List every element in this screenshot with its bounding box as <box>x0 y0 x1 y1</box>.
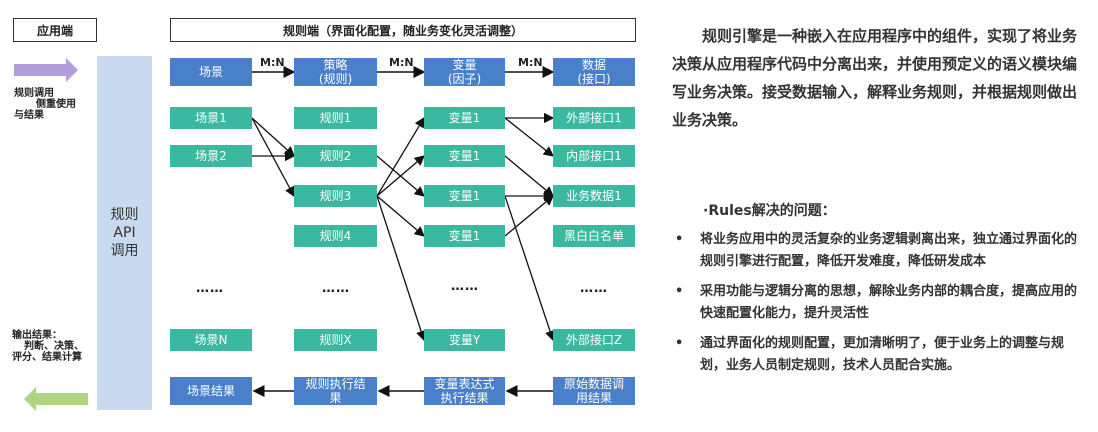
bullet-item: • 通过界面化的规则配置，更加清晰明了，便于业务上的调整与规划，业务人员制定规则… <box>675 333 1084 377</box>
bullet-text: 将业务应用中的灵活复杂的业务逻辑剥离出来，独立通过界面化的规则引擎进行配置，降低… <box>700 232 1078 269</box>
input-note-line-1: 规则调用 <box>14 88 54 99</box>
data-node: 黑白白名单 <box>553 225 635 247</box>
variable-node: 变量1 <box>424 225 505 247</box>
input-note-line-3: 与结果 <box>14 110 44 121</box>
data-node: 内部接口1 <box>553 145 635 167</box>
result-variable: 变量表达式 执行结果 <box>424 377 505 405</box>
edge-rule3-var1 <box>376 116 425 197</box>
rule-side-header: 规则端（界面化配置，随业务变化灵活调整） <box>170 18 636 42</box>
mn-label-3: M:N <box>518 56 543 69</box>
bullet-item: • 将业务应用中的灵活复杂的业务逻辑剥离出来，独立通过界面化的规则引擎进行配置，… <box>675 229 1084 273</box>
bullet-dot: • <box>675 232 684 247</box>
scene-node: 场景1 <box>170 107 252 129</box>
output-note-line-2: 判断、决策、 <box>24 341 84 352</box>
edge-var4-data3 <box>504 195 554 237</box>
header-scene: 场景 <box>170 58 252 86</box>
api-label-1: 规则 <box>110 207 139 223</box>
app-side-header: 应用端 <box>13 18 97 42</box>
rule-node: 规则3 <box>294 185 377 207</box>
problems-title: ·Rules解决的问题： <box>703 203 836 219</box>
header-strategy: 策略 (规则) <box>294 58 377 86</box>
mn-label-2: M:N <box>389 56 414 69</box>
result-scene: 场景结果 <box>170 377 252 405</box>
output-note: 输出结果： 判断、决策、 评分、结果计算 <box>12 330 102 363</box>
data-node: 外部接口Z <box>553 329 635 351</box>
input-note: 规则调用 侧重使用 与结果 <box>14 88 104 121</box>
bullet-dot: • <box>675 336 684 351</box>
edge-var3-dataZ <box>504 195 556 342</box>
edge-scene1-rule2 <box>251 117 295 157</box>
data-node: 外部接口1 <box>553 107 635 129</box>
scene-ellipsis: …… <box>196 281 224 296</box>
output-arrow-shape <box>24 387 88 411</box>
result-rule: 规则执行结 果 <box>294 377 377 405</box>
scene-node: 场景2 <box>170 145 252 167</box>
data-ellipsis: …… <box>580 281 608 296</box>
mn-label-1: M:N <box>260 56 285 69</box>
rule-node: 规则4 <box>294 225 377 247</box>
data-node: 业务数据1 <box>553 185 635 207</box>
bullet-item: • 采用功能与逻辑分离的思想，解除业务内部的耦合度，提高应用的快速配置化能力，提… <box>675 281 1084 325</box>
bullet-text: 采用功能与逻辑分离的思想，解除业务内部的耦合度，提高应用的快速配置化能力，提升灵… <box>700 284 1078 321</box>
bullet-text: 通过界面化的规则配置，更加清晰明了，便于业务上的调整与规划，业务人员制定规则，技… <box>700 336 1065 373</box>
rule-ellipsis: …… <box>322 281 350 296</box>
variable-node: 变量1 <box>424 185 505 207</box>
edge-scene1-rule3 <box>251 117 295 198</box>
edge-rule3-varY <box>376 195 427 342</box>
edge-var1-data2 <box>504 117 555 157</box>
variable-node: 变量Y <box>424 329 505 351</box>
header-data: 数据 (接口) <box>553 58 635 86</box>
api-label-2: API <box>113 225 136 241</box>
scene-node: 场景N <box>170 329 252 351</box>
input-arrow-shape <box>14 58 78 82</box>
output-note-line-1: 输出结果： <box>12 330 62 341</box>
edge-var2-data3 <box>504 155 554 197</box>
input-note-line-2: 侧重使用 <box>36 99 76 110</box>
output-note-line-3: 评分、结果计算 <box>12 352 82 363</box>
result-data: 原始数据调 用结果 <box>553 377 635 405</box>
variable-ellipsis: …… <box>451 279 479 294</box>
variable-node: 变量1 <box>424 145 505 167</box>
intro-paragraph: 规则引擎是一种嵌入在应用程序中的组件，实现了将业务决策从应用程序代码中分离出来，… <box>672 27 1078 129</box>
header-variable: 变量 (因子) <box>424 58 505 86</box>
rule-node: 规则X <box>294 329 377 351</box>
api-label-3: 调用 <box>110 243 139 259</box>
api-column: 规则 API 调用 <box>97 56 152 410</box>
edge-rule3-var2 <box>376 155 425 197</box>
rule-node: 规则2 <box>294 145 377 167</box>
rule-node: 规则1 <box>294 107 377 129</box>
variable-node: 变量1 <box>424 107 505 129</box>
bullet-dot: • <box>675 284 684 299</box>
edge-rule3-var4 <box>376 195 425 237</box>
